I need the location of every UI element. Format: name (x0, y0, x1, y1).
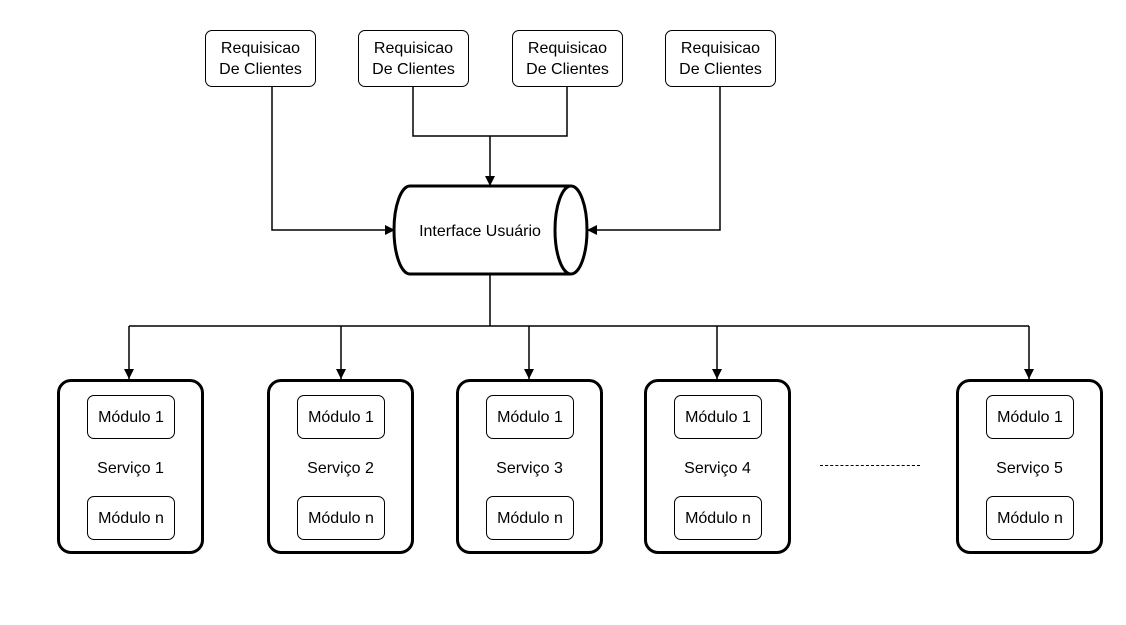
service-5-module-top: Módulo 1 (986, 395, 1074, 439)
service-box-2: Módulo 1 Serviço 2 Módulo n (267, 379, 414, 554)
service-2-module-top-label: Módulo 1 (308, 408, 374, 426)
service-4-label: Serviço 4 (684, 460, 751, 477)
client-request-2-line2: De Clientes (372, 60, 455, 78)
connector-client-1-to-interface (271, 87, 395, 235)
service-5-module-bottom-label: Módulo n (997, 509, 1063, 527)
client-request-4-line1: Requisicao (680, 39, 761, 57)
client-request-3-line1: Requisicao (527, 39, 608, 57)
service-box-1: Módulo 1 Serviço 1 Módulo n (57, 379, 204, 554)
more-services-ellipsis (820, 465, 920, 466)
service-1-module-top: Módulo 1 (87, 395, 175, 439)
service-box-4: Módulo 1 Serviço 4 Módulo n (644, 379, 791, 554)
service-1-module-top-label: Módulo 1 (98, 408, 164, 426)
service-4-module-top: Módulo 1 (674, 395, 762, 439)
service-2-module-top: Módulo 1 (297, 395, 385, 439)
service-3-label: Serviço 3 (496, 460, 563, 477)
service-5-module-top-label: Módulo 1 (997, 408, 1063, 426)
client-request-box-2: Requisicao De Clientes (358, 30, 469, 87)
client-request-2-line1: Requisicao (373, 39, 454, 57)
service-4-module-bottom-label: Módulo n (685, 509, 751, 527)
connector-client-2-to-merge (412, 87, 568, 137)
service-4-module-bottom: Módulo n (674, 496, 762, 540)
service-1-label: Serviço 1 (97, 460, 164, 477)
client-request-1-line2: De Clientes (219, 60, 302, 78)
service-3-module-top-label: Módulo 1 (497, 408, 563, 426)
service-1-module-bottom: Módulo n (87, 496, 175, 540)
connector-client-4-to-interface (587, 87, 721, 235)
service-2-module-bottom-label: Módulo n (308, 509, 374, 527)
service-5-module-bottom: Módulo n (986, 496, 1074, 540)
client-request-box-1: Requisicao De Clientes (205, 30, 316, 87)
service-3-module-bottom: Módulo n (486, 496, 574, 540)
service-2-label: Serviço 2 (307, 460, 374, 477)
service-box-3: Módulo 1 Serviço 3 Módulo n (456, 379, 603, 554)
service-5-label: Serviço 5 (996, 460, 1063, 477)
service-3-module-top: Módulo 1 (486, 395, 574, 439)
service-4-module-top-label: Módulo 1 (685, 408, 751, 426)
service-box-5: Módulo 1 Serviço 5 Módulo n (956, 379, 1103, 554)
client-request-1-line1: Requisicao (220, 39, 301, 57)
service-3-module-bottom-label: Módulo n (497, 509, 563, 527)
interface-label: Interface Usuário (419, 223, 541, 240)
service-2-module-bottom: Módulo n (297, 496, 385, 540)
client-request-4-line2: De Clientes (679, 60, 762, 78)
client-request-3-line2: De Clientes (526, 60, 609, 78)
client-request-box-4: Requisicao De Clientes (665, 30, 776, 87)
interface-cylinder-shape (392, 184, 589, 276)
service-1-module-bottom-label: Módulo n (98, 509, 164, 527)
client-request-box-3: Requisicao De Clientes (512, 30, 623, 87)
